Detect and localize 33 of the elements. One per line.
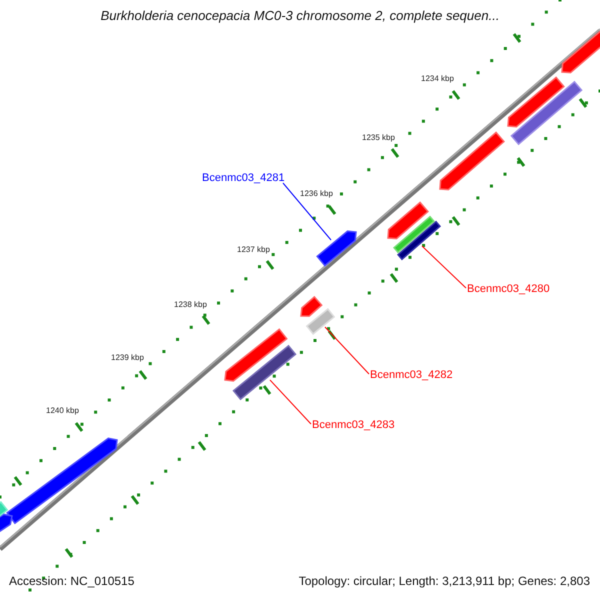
gene-feature bbox=[510, 80, 583, 146]
gene-label: Bcenmc03_4283 bbox=[312, 419, 395, 432]
leader-line bbox=[422, 246, 466, 288]
scale-label: 1240 kbp bbox=[46, 407, 79, 416]
gene-feature bbox=[224, 328, 288, 382]
leader-line bbox=[282, 182, 332, 240]
gene-feature bbox=[507, 76, 565, 128]
scale-label: 1235 kbp bbox=[362, 134, 395, 143]
gene-label: Bcenmc03_4281 bbox=[202, 172, 285, 184]
scale-label: 1239 kbp bbox=[111, 354, 144, 363]
gene-feature bbox=[0, 514, 13, 534]
gene-feature bbox=[300, 296, 323, 317]
gene-label: Bcenmc03_4282 bbox=[370, 369, 453, 382]
leader-line bbox=[270, 380, 312, 424]
footer-text: Topology: circular; Length: 3,213,911 bp; Genes: 2,803 bbox=[298, 575, 590, 588]
gene-feature bbox=[396, 220, 442, 260]
gene-label: Bcenmc03_4280 bbox=[467, 283, 550, 296]
gene-feature bbox=[392, 216, 436, 254]
gene-feature bbox=[561, 30, 600, 74]
scale-label: 1237 kbp bbox=[237, 246, 270, 255]
gene-feature bbox=[232, 344, 297, 400]
scale-label: 1234 kbp bbox=[421, 75, 454, 84]
gene-feature bbox=[316, 230, 357, 267]
gene-feature bbox=[439, 131, 505, 190]
title: Burkholderia cenocepacia MC0-3 chromosome 2, complete sequen... bbox=[100, 9, 500, 24]
footer-text: Accession: NC_010515 bbox=[9, 575, 134, 588]
gene-feature bbox=[6, 438, 118, 524]
gene-feature bbox=[0, 501, 8, 519]
gene-feature bbox=[306, 308, 336, 335]
gene-feature bbox=[387, 201, 429, 240]
scale-label: 1236 kbp bbox=[300, 190, 333, 199]
scale-label: 1238 kbp bbox=[174, 301, 207, 310]
leader-line bbox=[324, 326, 370, 374]
